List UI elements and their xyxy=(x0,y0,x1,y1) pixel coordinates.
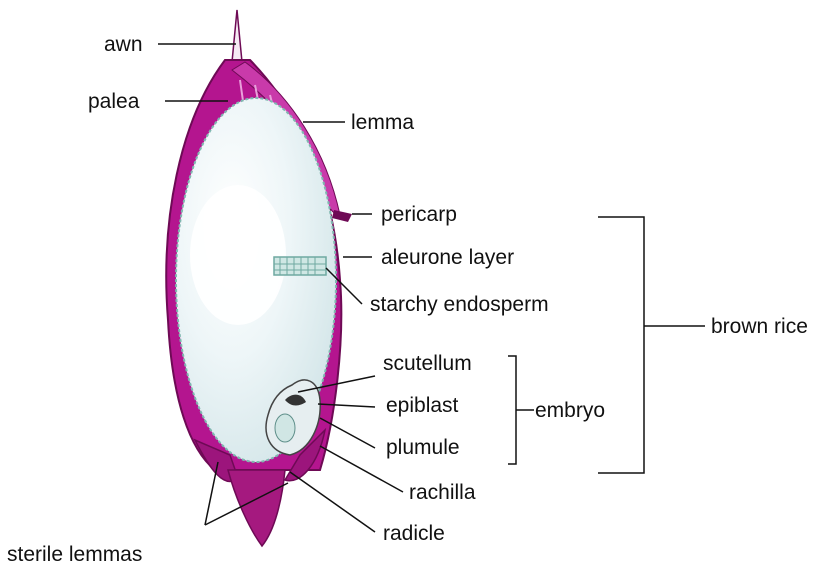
label-aleurone-layer: aleurone layer xyxy=(381,246,514,269)
label-awn: awn xyxy=(104,33,143,56)
label-pericarp: pericarp xyxy=(381,203,457,226)
label-radicle: radicle xyxy=(383,522,445,545)
label-plumule: plumule xyxy=(386,436,460,459)
label-epiblast: epiblast xyxy=(386,394,459,417)
label-starchy-endosperm: starchy endosperm xyxy=(370,293,549,316)
label-palea: palea xyxy=(88,90,140,113)
label-lemma: lemma xyxy=(351,111,414,134)
label-scutellum: scutellum xyxy=(383,352,472,375)
awn-shape xyxy=(232,10,242,62)
label-rachilla: rachilla xyxy=(409,481,476,504)
rachilla-shape xyxy=(228,470,285,546)
pericarp-shape xyxy=(332,210,352,222)
plumule-shape xyxy=(275,414,295,442)
label-sterile-lemmas: sterile lemmas xyxy=(7,543,142,566)
endosperm-highlight xyxy=(190,185,286,325)
label-brown-rice: brown rice xyxy=(711,315,808,338)
label-embryo: embryo xyxy=(535,399,605,422)
aleurone-detail xyxy=(274,257,326,275)
